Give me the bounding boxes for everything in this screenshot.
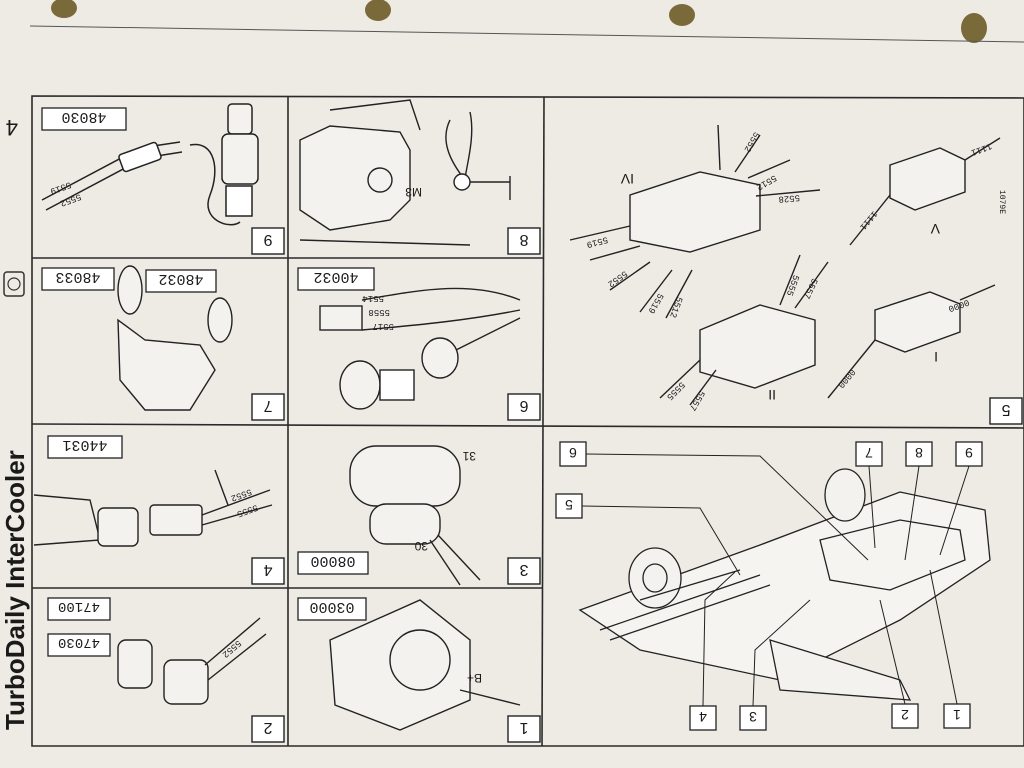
wire-i-b: 0000 (947, 297, 971, 314)
panel-6-wire-c: 5517 (372, 321, 394, 331)
panel-8-number: 8 (519, 231, 528, 248)
panel-1: 03000 B+ (297, 597, 521, 731)
panel-3-number: 3 (519, 561, 528, 578)
wire-v: 1111 (857, 209, 879, 232)
wire-ii-3: 5555 (784, 273, 801, 297)
bulb-switch-illustration (117, 265, 233, 411)
top-rule (29, 25, 1024, 43)
panel-6: 40032 5514 5558 5517 (297, 267, 521, 410)
wire-iv-5: 5512 (667, 295, 684, 319)
panel-7-code2: 48032 (158, 270, 203, 287)
wire-iv-3: 5512 (754, 172, 778, 191)
callout-6: 6 (569, 445, 577, 461)
vehicle-callouts: 6 5 7 8 9 4 3 2 1 (555, 441, 983, 731)
callout-9: 9 (965, 445, 973, 461)
wire-iv-2: 5552 (742, 130, 761, 154)
sensor-illustration (41, 103, 259, 226)
connector-v-label: V (930, 221, 940, 237)
panel-2: 47100 47030 5552 (47, 597, 267, 705)
callout-2: 2 (901, 707, 909, 723)
panel-3-label-b: 31 (462, 449, 476, 463)
panel-4-wire-a: 5552 (229, 486, 253, 503)
page-header: TurboDaily InterCooler (0, 450, 30, 730)
starter-motor-illustration (349, 445, 481, 586)
panel-2-number: 2 (263, 719, 272, 736)
binder-hole (669, 4, 695, 26)
panel-4-wire-b: 5555 (235, 502, 259, 519)
connector-ii-label: II (768, 387, 776, 403)
binder-hole (365, 0, 391, 21)
page-title: TurboDaily InterCooler (0, 450, 30, 730)
panel-9-code: 48030 (61, 108, 106, 125)
panel-1-label: B+ (467, 671, 482, 685)
wire-iv-4: 5528 (778, 192, 800, 204)
panel-5: IV II I V 1079E 5519 5552 5512 5528 5512… (569, 124, 1006, 413)
wire-iv-7: 5519 (646, 291, 665, 315)
panel-6-wire-b: 5558 (368, 307, 390, 317)
callout-5: 5 (565, 497, 573, 513)
panel-8: M3 (299, 99, 511, 246)
callout-7: 7 (865, 445, 873, 461)
panel-6-wire-a: 5514 (362, 293, 384, 303)
panel-3: 08000 31 30 (297, 445, 481, 586)
wire-v-b: 1111 (970, 141, 994, 158)
panel-6-code: 40032 (313, 268, 358, 285)
header-logo (3, 271, 25, 297)
panel-1-code: 03000 (309, 598, 354, 615)
panel-4-number: 4 (263, 561, 272, 578)
callout-3: 3 (749, 709, 757, 725)
panel-4-code: 44031 (62, 436, 107, 453)
vehicle-chassis-illustration (578, 468, 991, 701)
engine-bay-illustration (299, 99, 511, 246)
wire-iv-6: 5552 (606, 268, 629, 289)
panel-3-code: 08000 (310, 552, 355, 569)
header-logo-mark (7, 277, 21, 291)
connector-blocks-illustration (569, 124, 1001, 406)
figure-reference: 1079E (997, 190, 1006, 214)
panel-4: 44031 5552 5555 (33, 435, 273, 547)
wire-ii-4: 5557 (801, 276, 819, 300)
panel-5-number: 5 (1001, 401, 1010, 418)
sensor-plug-illustration (117, 617, 267, 705)
callout-leaders (581, 453, 970, 707)
callout-4: 4 (699, 709, 707, 725)
binder-hole (51, 0, 77, 18)
panel-6-number: 6 (519, 397, 528, 414)
callout-8: 8 (915, 445, 923, 461)
panel-9-number: 9 (263, 231, 272, 248)
panel-numbers: 9 8 7 6 5 4 3 2 1 (251, 227, 1023, 743)
wire-i: 0000 (835, 367, 857, 390)
binder-hole (961, 13, 987, 43)
panel-7-code1: 48033 (55, 268, 100, 285)
panel-7: 48033 48032 (41, 265, 233, 411)
panel-2-code2: 47100 (58, 598, 100, 614)
connector-iv-label: IV (620, 171, 634, 187)
wire-ii-2: 5557 (687, 389, 706, 413)
panel-9-wire-b: 5552 (59, 191, 83, 208)
switch-connector-illustration (33, 469, 273, 547)
callout-1: 1 (953, 707, 961, 723)
panel-9: 48030 5519 5552 (41, 103, 259, 226)
connector-i-label: I (934, 349, 938, 365)
vehicle-overview: 6 5 7 8 9 4 3 2 1 (555, 441, 991, 731)
panel-grid (31, 95, 1024, 747)
wire-iv-1: 5519 (585, 234, 608, 249)
alternator-illustration (329, 599, 521, 731)
page-number: 4 (6, 115, 18, 140)
panel-9-wire-a: 5519 (49, 179, 73, 196)
panel-8-label: M3 (405, 185, 422, 199)
binder-holes (51, 0, 987, 43)
panel-3-label-a: 30 (414, 539, 428, 553)
panel-1-number: 1 (519, 719, 528, 736)
panel-7-number: 7 (263, 397, 272, 414)
connector-plug-illustration (319, 287, 521, 410)
panel-2-code1: 47030 (58, 634, 100, 650)
